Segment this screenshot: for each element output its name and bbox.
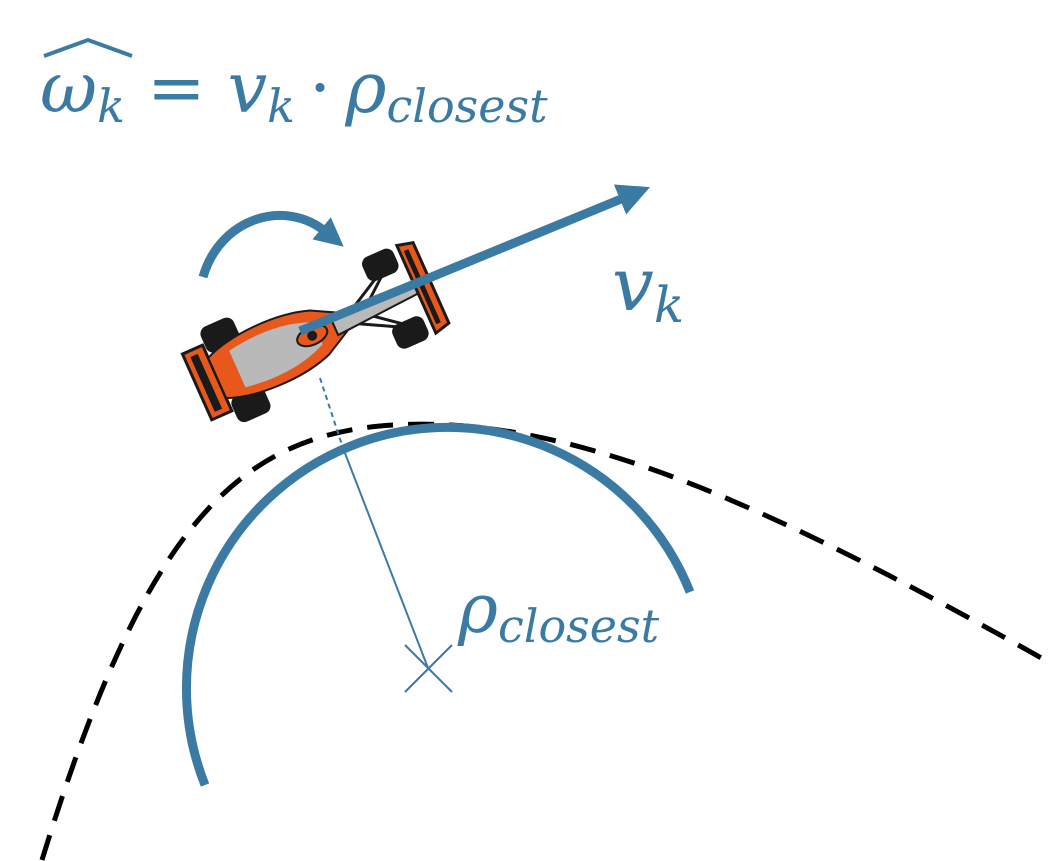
formula-hat [43, 37, 133, 58]
svg-text:ωk=vk·ρclosest: ωk=vk·ρclosest [40, 47, 548, 133]
velocity-label-subscript: k [654, 276, 684, 334]
velocity-label-symbol: v [612, 242, 654, 328]
formula-v-subscript: k [267, 79, 295, 133]
velocity-vector [298, 184, 650, 336]
radius-line-dashed [319, 377, 344, 449]
car-wheel-front-top [362, 248, 399, 282]
formula-v: v [228, 47, 268, 129]
formula-omega: ω [40, 47, 97, 129]
radius-line [342, 447, 429, 669]
reference-path [39, 421, 1047, 861]
formula-rho-subscript: closest [386, 79, 548, 133]
formula: ωk=vk·ρclosest [40, 37, 548, 133]
formula-equals: = [147, 47, 206, 129]
velocity-label: vk [612, 242, 684, 334]
radius-label: ρclosest [457, 570, 660, 653]
curved-arrow-icon [198, 211, 344, 279]
car-wheel-front-bottom [392, 316, 429, 349]
x-mark-icon [404, 644, 453, 693]
radius-label-symbol: ρ [457, 570, 498, 649]
formula-dot: · [309, 47, 331, 129]
race-car-icon [180, 240, 451, 423]
formula-rho: ρ [344, 47, 386, 129]
formula-omega-subscript: k [97, 79, 125, 133]
radius-label-subscript: closest [498, 599, 660, 653]
osculating-circle-arc [182, 423, 695, 787]
